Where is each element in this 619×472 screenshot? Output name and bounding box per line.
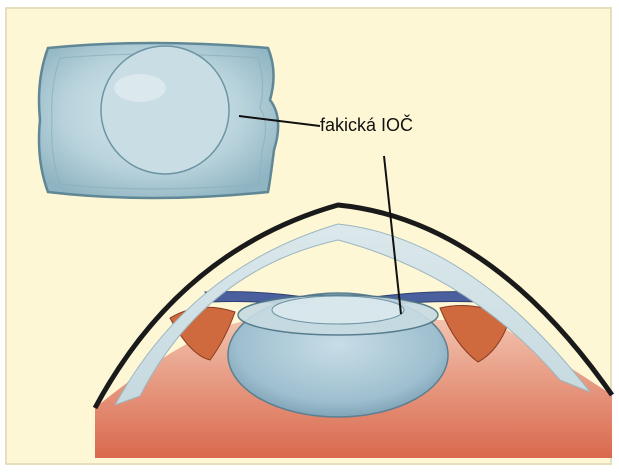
phakic-iol-label: fakická IOČ — [320, 114, 413, 135]
iol-highlight — [114, 74, 166, 102]
iol-optic — [101, 46, 229, 174]
phakic-iol-inset — [39, 43, 278, 198]
implanted-iol-optic — [272, 296, 404, 324]
